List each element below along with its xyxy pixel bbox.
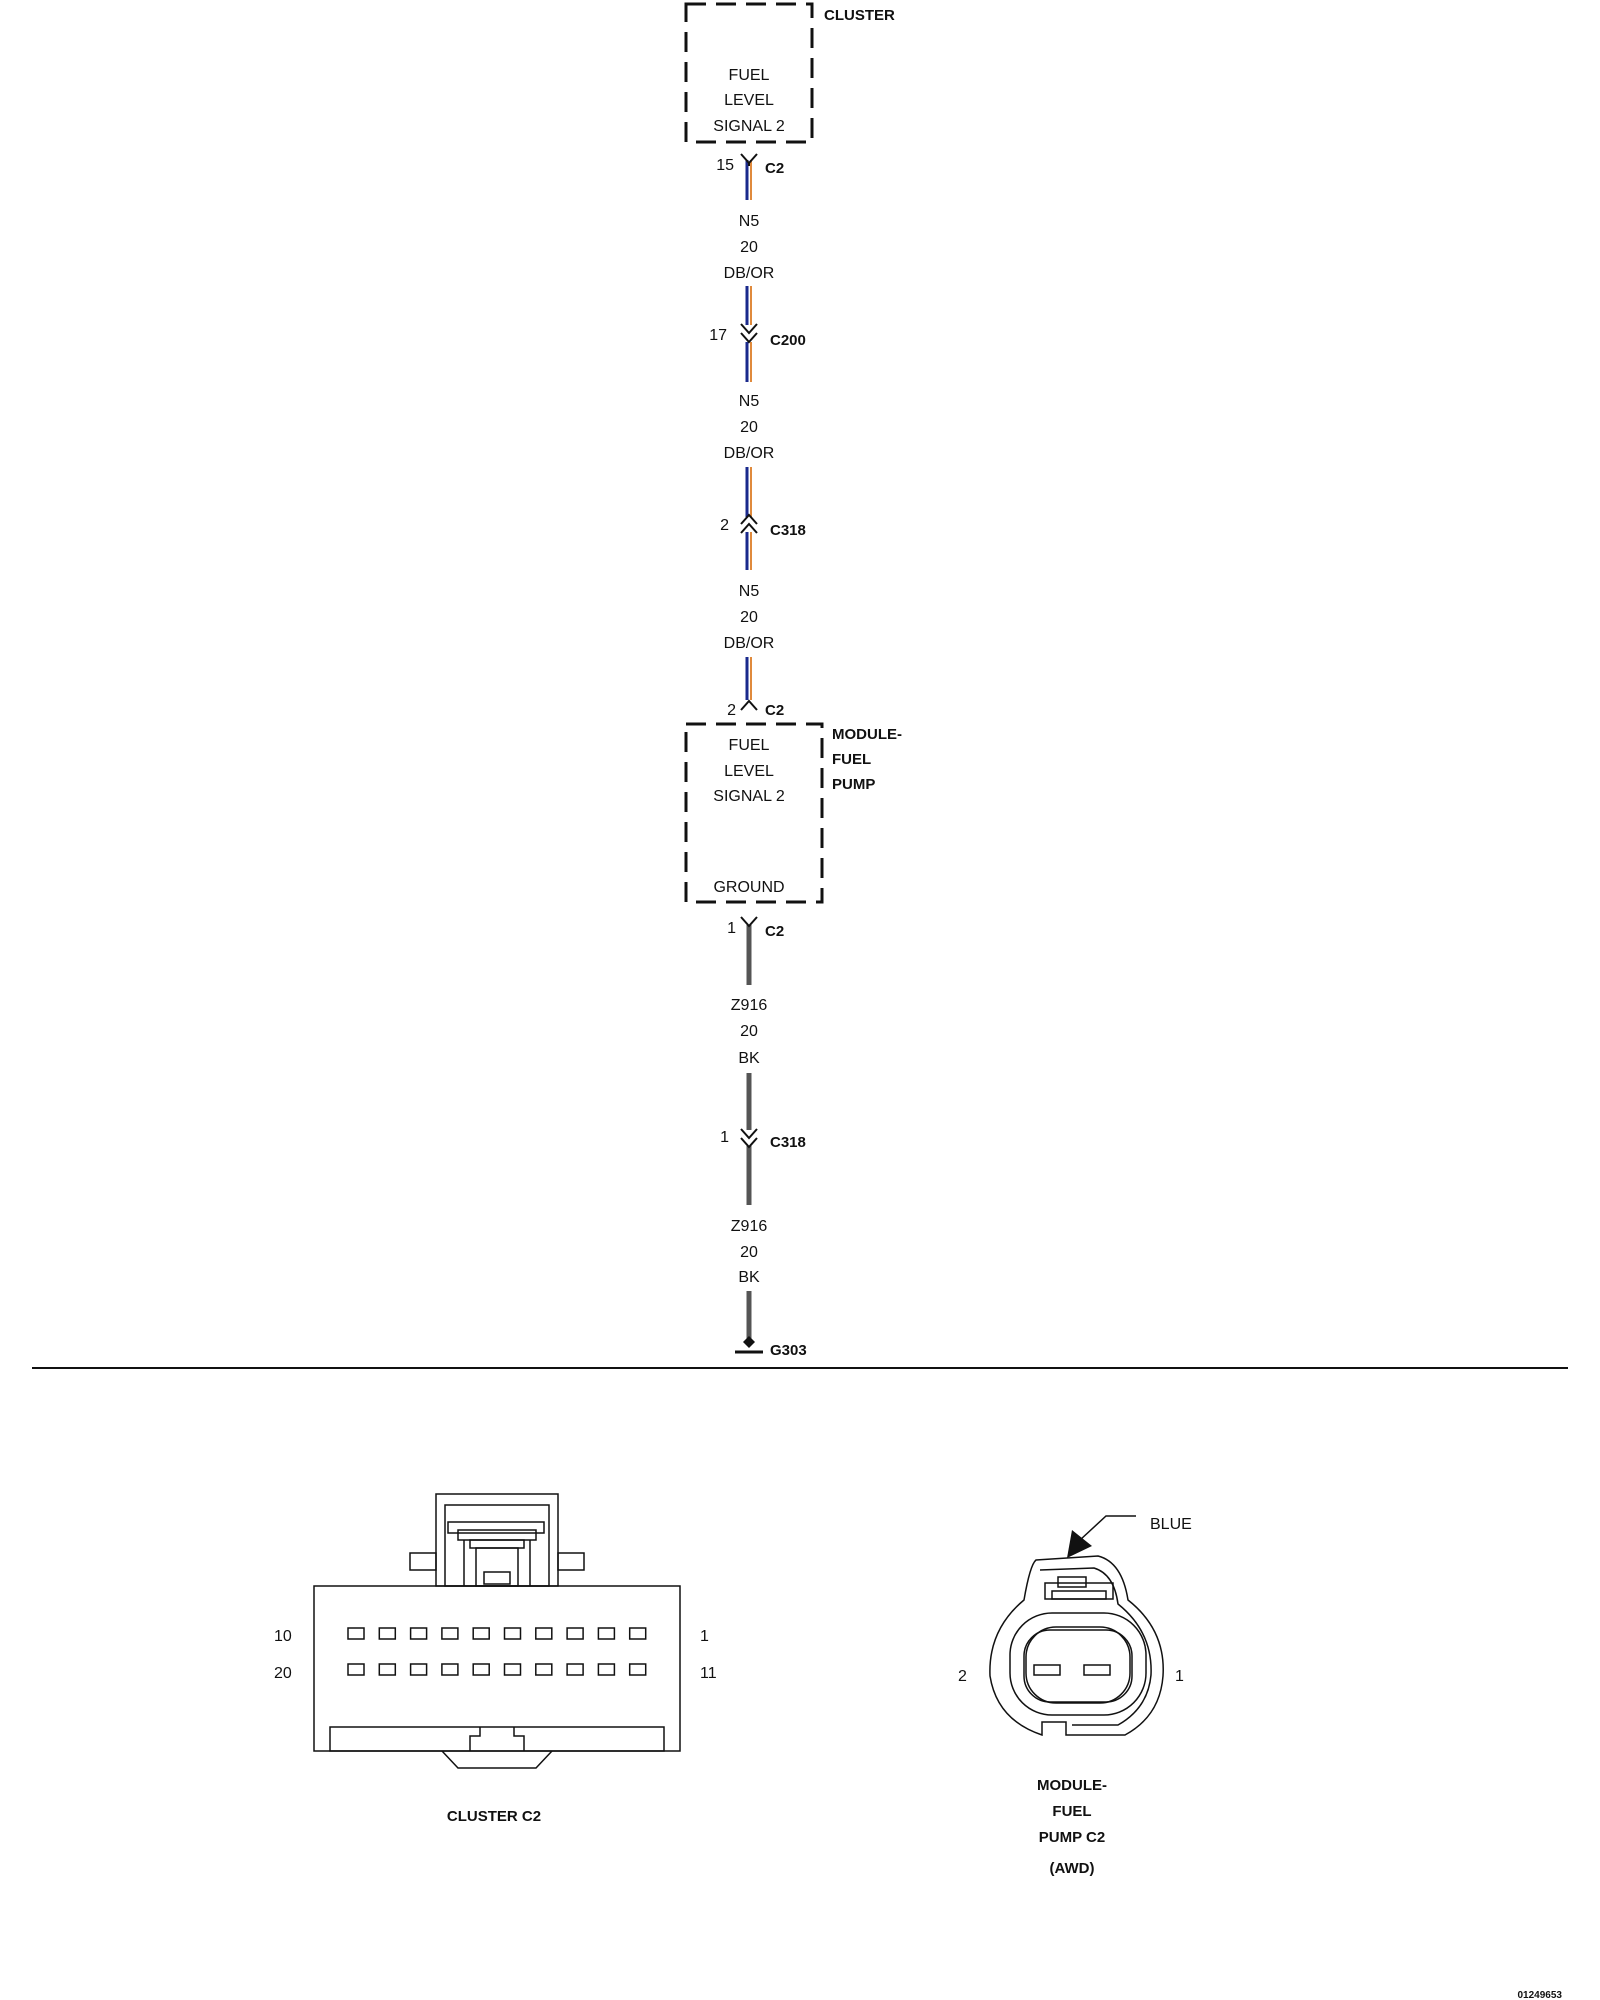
pump-c2-pin-2-label: 2 <box>958 1668 967 1685</box>
wire-n5-2-color: DB/OR <box>724 445 775 462</box>
wire-n5-2-id: N5 <box>739 393 760 410</box>
wire-z916-1-id: Z916 <box>731 997 768 1014</box>
wire-n5-2-gauge: 20 <box>740 419 758 436</box>
cluster-fuel-label: FUEL <box>729 67 770 84</box>
cluster-c2-connector-drawing <box>313 1493 681 1769</box>
wire-n5-segment-1 <box>745 160 752 200</box>
connector-c318-b-pin: 1 <box>720 1129 729 1146</box>
connector-c200-symbol <box>740 323 758 344</box>
fuel-pump-fuel-label: FUEL <box>729 737 770 754</box>
connector-c2-pump-bottom-pin: 1 <box>727 920 736 937</box>
fuel-pump-ground-label: GROUND <box>713 879 784 896</box>
cluster-c2-caption: CLUSTER C2 <box>447 1808 541 1825</box>
wire-n5-segment-2 <box>745 286 752 382</box>
cluster-c2-pin-cavity <box>347 1627 365 1640</box>
cluster-c2-pin-cavity <box>503 1663 522 1676</box>
pump-c2-color-callout: BLUE <box>1150 1516 1192 1533</box>
connector-c318-a-name: C318 <box>770 522 806 539</box>
connector-c2-pump-top-pin: 2 <box>727 702 736 719</box>
cluster-c2-pin-cavity <box>597 1627 616 1640</box>
connector-c2-pump-top-name: C2 <box>765 702 784 719</box>
cluster-c2-pin-cavity <box>535 1627 553 1640</box>
ground-g303-name: G303 <box>770 1342 807 1359</box>
fuel-pump-module-name-line-3: PUMP <box>832 776 875 793</box>
cluster-c2-pin-cavity <box>535 1663 553 1676</box>
cluster-c2-pin-cavity <box>472 1627 490 1640</box>
connector-c318-b-name: C318 <box>770 1134 806 1151</box>
cluster-c2-pin-cavity <box>441 1627 459 1640</box>
cluster-box <box>684 2 814 144</box>
cluster-c2-pin-cavity <box>472 1663 490 1676</box>
cluster-c2-pin-cavity <box>409 1663 428 1676</box>
cluster-c2-pin-cavity <box>628 1627 647 1640</box>
connector-c318-a-pin: 2 <box>720 517 729 534</box>
connector-c2-pump-top-symbol <box>740 699 758 711</box>
cluster-c2-pin-cavity <box>597 1663 616 1676</box>
cluster-c2-pin-cavity <box>378 1627 397 1640</box>
connector-c2-cluster-name: C2 <box>765 160 784 177</box>
wire-n5-3-gauge: 20 <box>740 609 758 626</box>
cluster-c2-pin-cavities <box>347 1627 647 1676</box>
cluster-c2-pin-cavity <box>378 1663 397 1676</box>
connector-c2-pump-bottom-name: C2 <box>765 923 784 940</box>
cluster-c2-pin-cavity <box>441 1663 459 1676</box>
cluster-name: CLUSTER <box>824 7 895 24</box>
wire-n5-segment-3 <box>745 467 752 570</box>
wire-z916-1-gauge: 20 <box>740 1023 758 1040</box>
wire-z916-2-color: BK <box>738 1269 760 1286</box>
pump-c2-caption-line-1: MODULE- <box>1037 1777 1107 1794</box>
cluster-level-label: LEVEL <box>724 92 774 109</box>
fuel-pump-module-name-line-2: FUEL <box>832 751 871 768</box>
pump-c2-variant: (AWD) <box>1050 1860 1095 1877</box>
cluster-c2-pin-cavity <box>566 1663 584 1676</box>
connector-c200-name: C200 <box>770 332 806 349</box>
wire-z916-2-id: Z916 <box>731 1218 768 1235</box>
connector-c200-pin: 17 <box>709 327 727 344</box>
cluster-c2-pin-cavity <box>409 1627 428 1640</box>
pump-c2-caption-line-2: FUEL <box>1052 1803 1091 1820</box>
cluster-c2-pin-1-label: 1 <box>700 1628 709 1645</box>
ground-g303-symbol <box>735 1336 763 1354</box>
cluster-c2-pin-cavity <box>347 1663 365 1676</box>
cluster-c2-pin-cavity <box>566 1627 584 1640</box>
wire-n5-1-id: N5 <box>739 213 760 230</box>
wire-n5-1-gauge: 20 <box>740 239 758 256</box>
fuel-pump-level-label: LEVEL <box>724 763 774 780</box>
wire-n5-3-id: N5 <box>739 583 760 600</box>
connector-c318-a-symbol <box>740 513 758 534</box>
blue-color-callout-arrow <box>1067 1515 1136 1558</box>
connector-c2-pump-bottom-symbol <box>740 916 758 928</box>
wire-n5-segment-4 <box>745 657 752 700</box>
cluster-c2-pin-cavity <box>503 1627 522 1640</box>
wire-n5-3-color: DB/OR <box>724 635 775 652</box>
connector-c318-b-symbol <box>740 1128 758 1149</box>
connector-c2-cluster-pin: 15 <box>716 157 734 174</box>
fuel-pump-module-box <box>684 722 824 904</box>
pump-c2-pin-1-label: 1 <box>1175 1668 1184 1685</box>
connector-c2-cluster-symbol <box>740 153 758 166</box>
cluster-signal-label: SIGNAL 2 <box>713 118 785 135</box>
cluster-c2-pin-cavity <box>628 1663 647 1676</box>
wire-z916-2-gauge: 20 <box>740 1244 758 1261</box>
cluster-c2-pin-20-label: 20 <box>274 1665 292 1682</box>
cluster-c2-pin-11-label: 11 <box>700 1665 717 1682</box>
wire-n5-1-color: DB/OR <box>724 265 775 282</box>
drawing-number: 01249653 <box>1518 1990 1563 2000</box>
cluster-c2-pin-10-label: 10 <box>274 1628 292 1645</box>
fuel-pump-module-name-line-1: MODULE- <box>832 726 902 743</box>
fuel-pump-signal-label: SIGNAL 2 <box>713 788 785 805</box>
pump-c2-caption-line-3: PUMP C2 <box>1039 1829 1105 1846</box>
pump-c2-connector-drawing <box>989 1555 1164 1737</box>
wire-z916-1-color: BK <box>738 1050 760 1067</box>
